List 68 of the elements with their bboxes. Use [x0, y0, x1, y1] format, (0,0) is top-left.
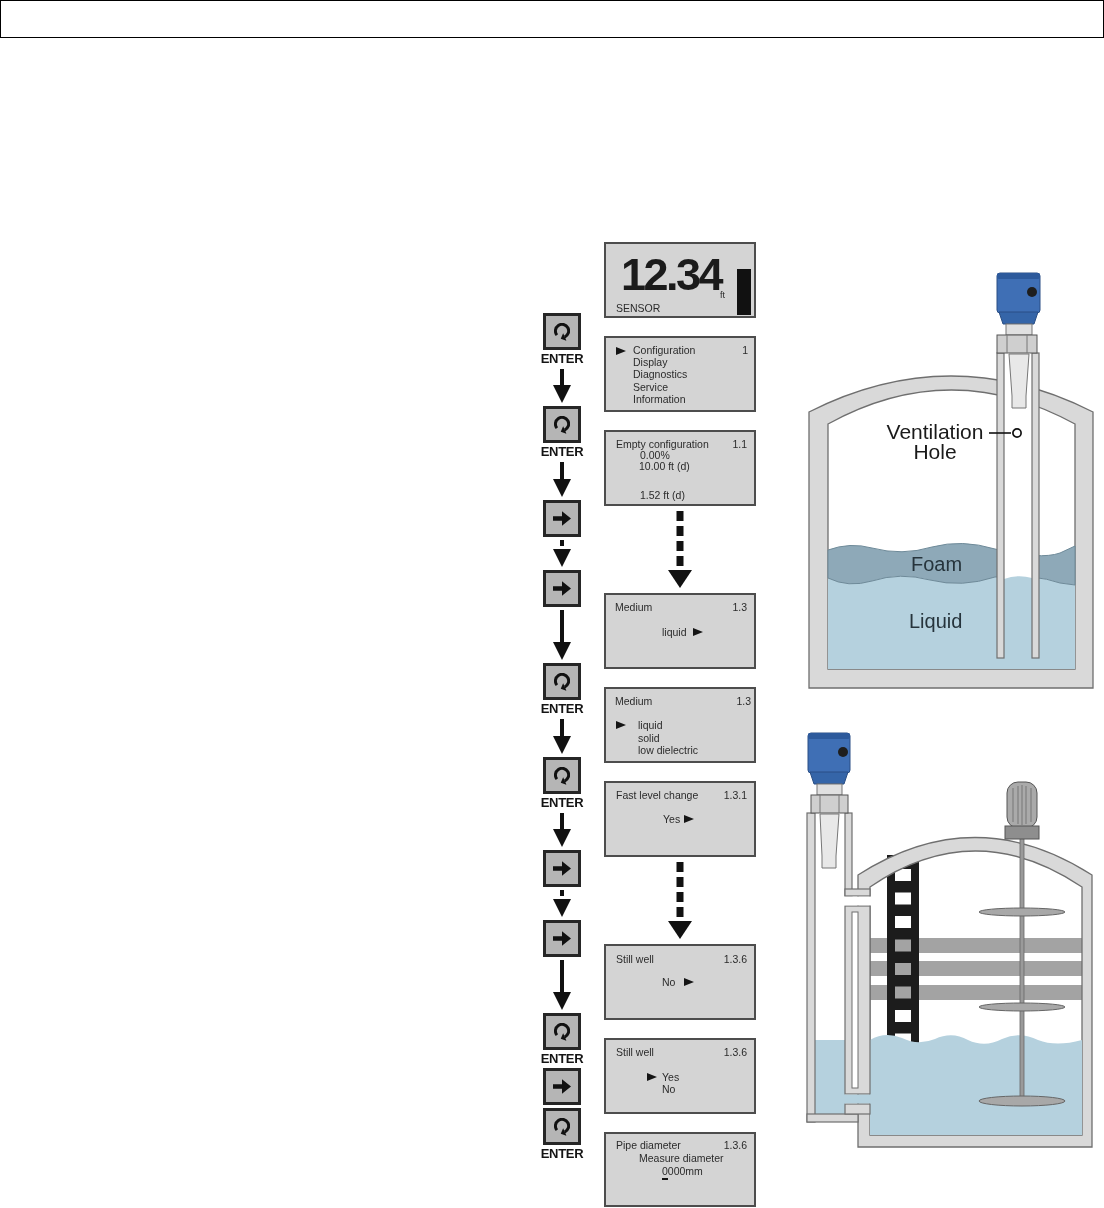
lcd-screen: [604, 687, 756, 763]
lcd-screen: [604, 944, 756, 1020]
screen-title: Medium: [615, 695, 653, 708]
arrow: [553, 369, 571, 403]
callout-label: Ventilation Hole: [882, 422, 988, 462]
menu-item: Service: [633, 381, 668, 394]
lcd-screen: [604, 242, 756, 318]
arrow: [553, 960, 571, 1010]
key-label: ENTER: [539, 1146, 585, 1161]
menu-number: 1.3.6: [723, 953, 747, 966]
option-text: No: [662, 976, 676, 989]
arrow-key: [543, 1068, 581, 1105]
screen-title: Still well: [616, 953, 654, 966]
lcd-screen: [604, 1038, 756, 1114]
leader-line: [988, 432, 1012, 434]
unit-text: ft: [720, 290, 725, 300]
key-label: ENTER: [539, 795, 585, 810]
layer-label: Liquid: [909, 610, 963, 632]
menu-number: 1.3.6: [723, 1139, 747, 1152]
menu-item: Configuration: [633, 344, 696, 357]
arrow-key: [543, 570, 581, 607]
key-label: ENTER: [539, 351, 585, 366]
menu-number: 1.3: [732, 601, 747, 614]
option-text: No: [662, 1083, 676, 1096]
menu-number: 1.1: [732, 438, 747, 451]
dashed-arrow: [553, 890, 571, 917]
screen-title: Medium: [615, 601, 653, 614]
option-text: solid: [638, 732, 660, 745]
layer-label: Foam: [911, 553, 963, 575]
prompt-text: Measure diameter: [639, 1152, 724, 1165]
screen-title: Pipe diameter: [616, 1139, 681, 1152]
arrow-key: [543, 850, 581, 887]
lcd-screen: [604, 1132, 756, 1207]
option-text: Yes: [662, 1071, 680, 1084]
arrow: [553, 610, 571, 660]
screen-title: Empty configuration: [616, 438, 709, 451]
menu-number: 1.3.6: [723, 1046, 747, 1059]
hole-ring-icon: [1012, 428, 1022, 438]
menu-number: 1.3.1: [723, 789, 747, 802]
menu-number: 1.3: [736, 695, 751, 708]
menu-item: Information: [633, 393, 686, 406]
menu-number: 1: [742, 344, 748, 357]
lcd-screen: [604, 593, 756, 669]
value-text: 0.00%: [640, 449, 670, 462]
lcd-screen: [604, 430, 756, 506]
screen-title: Fast level change: [616, 789, 699, 802]
option-text: low dielectric: [638, 744, 699, 757]
arrow-key: [543, 920, 581, 957]
lcd-screen: [604, 336, 756, 412]
dashed-arrow: [553, 540, 571, 567]
value-text: 1.52 ft (d): [640, 489, 685, 502]
screen-label: SENSOR: [616, 302, 661, 315]
arrow: [553, 813, 571, 847]
lcd-screen: [604, 781, 756, 857]
menu-item: Display: [633, 356, 668, 369]
arrow: [553, 719, 571, 754]
arrow-key: [543, 500, 581, 537]
option-text: liquid: [638, 719, 663, 732]
option-text: Yes: [663, 813, 681, 826]
value-text: 0000mm: [662, 1166, 703, 1177]
key-label: ENTER: [539, 444, 585, 459]
key-label: ENTER: [539, 701, 585, 716]
option-text: liquid: [662, 626, 687, 639]
key-label: ENTER: [539, 1051, 585, 1066]
value-text: 10.00 ft (d): [639, 460, 690, 473]
arrow: [553, 462, 571, 497]
menu-item: Diagnostics: [633, 368, 688, 381]
screen-title: Still well: [616, 1046, 654, 1059]
